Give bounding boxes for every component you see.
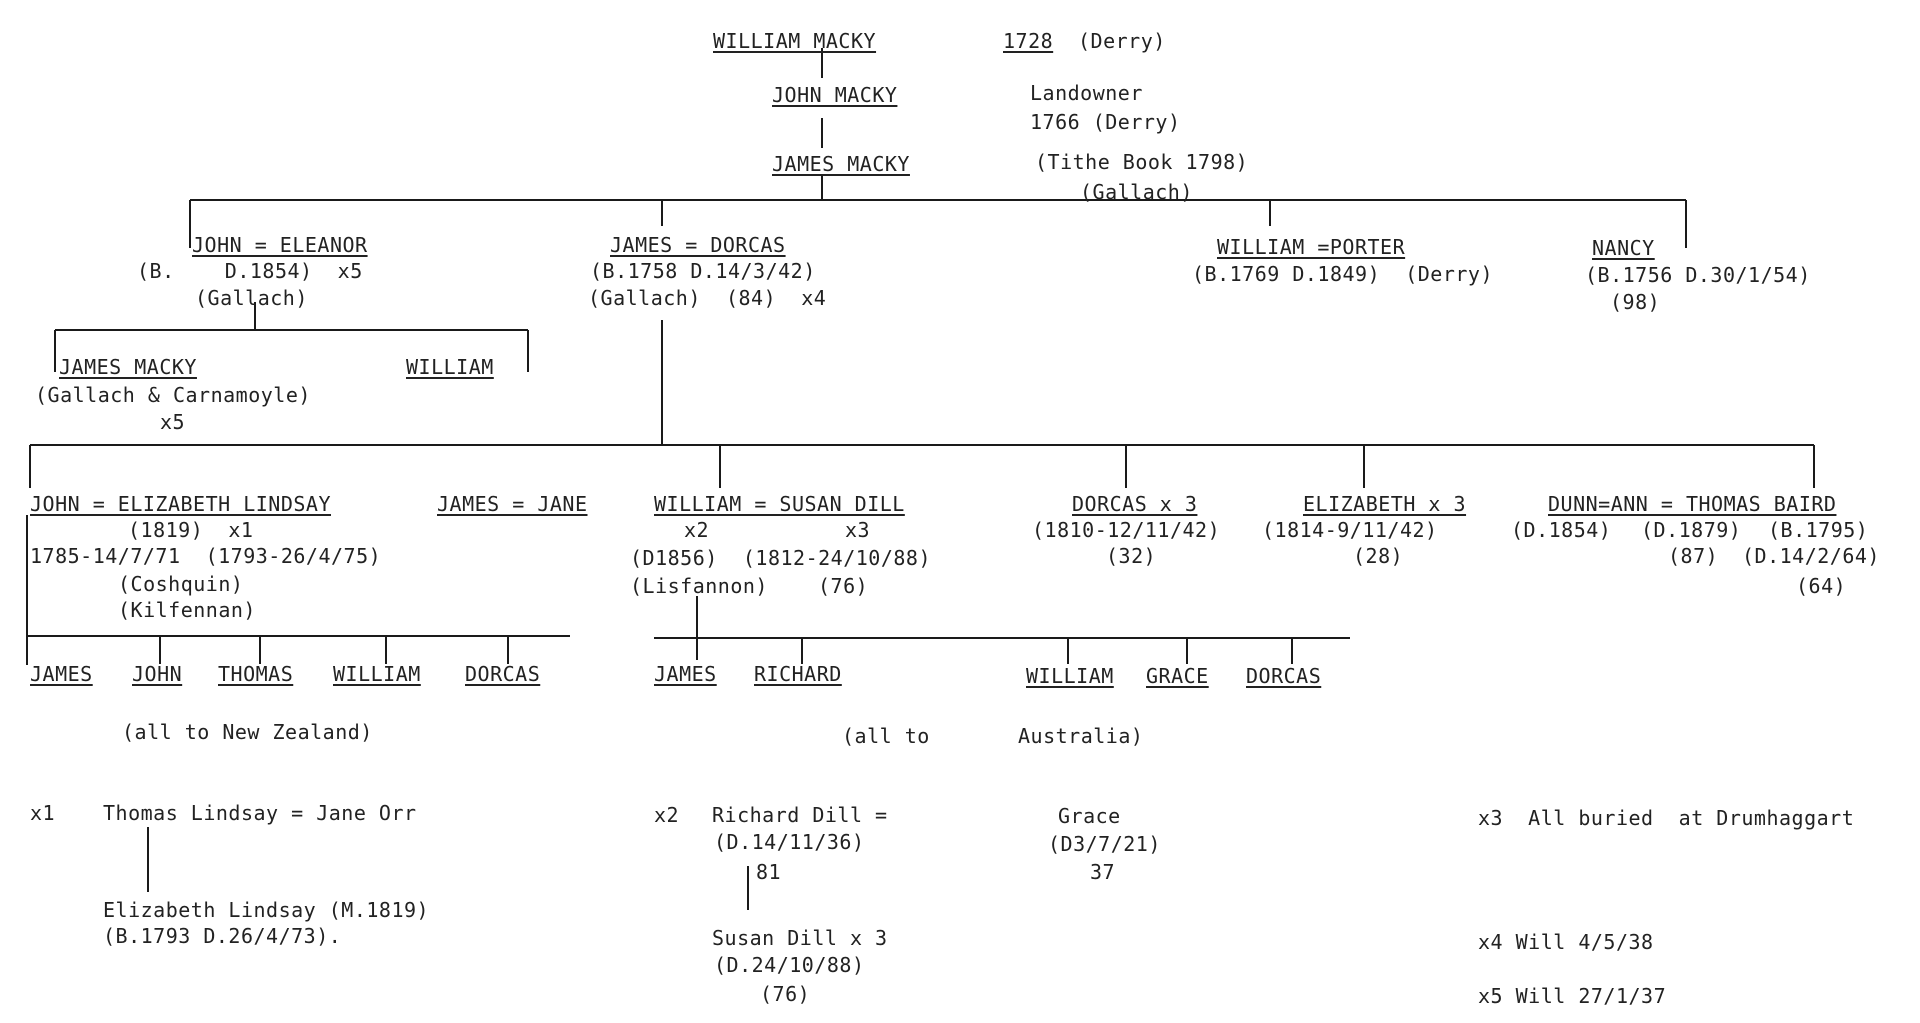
person-dates: 1785-14/7/71 (1793-26/4/75): [30, 544, 382, 568]
footnote-text: x4 Will 4/5/38: [1478, 930, 1654, 954]
footnote-text: x3 All buried at Drumhaggart: [1478, 806, 1855, 830]
person-dates: (B.1769 D.1849) (Derry): [1192, 262, 1493, 286]
person-dates: (1814-9/11/42): [1262, 518, 1438, 542]
person-age: (87): [1668, 544, 1719, 568]
person-dates: (1819) x1: [128, 518, 254, 542]
child-name: JAMES: [654, 662, 717, 686]
person-name: JOHN = ELEANOR: [192, 233, 368, 257]
child-name: WILLIAM: [1026, 664, 1114, 688]
footnote-tag: x2: [654, 803, 680, 827]
footnote-text: x5 Will 27/1/37: [1478, 984, 1667, 1008]
person-name: JAMES = JANE: [437, 492, 588, 516]
person-name: JAMES MACKY: [772, 152, 910, 176]
person-place: (Lisfannon): [630, 574, 768, 598]
child-name: RICHARD: [754, 662, 842, 686]
child-name: DORCAS: [465, 662, 541, 686]
person-place: (Coshquin): [118, 572, 244, 596]
child-name: JOHN: [132, 662, 183, 686]
person-place: (Gallach): [195, 286, 308, 310]
person-name: DORCAS x 3: [1072, 492, 1198, 516]
person-name: JOHN MACKY: [772, 83, 898, 107]
footnote-text: 37: [1090, 860, 1116, 884]
person-name: ELIZABETH x 3: [1303, 492, 1467, 516]
child-name: WILLIAM: [333, 662, 421, 686]
person-name: WILLIAM =PORTER: [1217, 235, 1406, 259]
footnote-text: (D.14/11/36): [714, 830, 865, 854]
footnote-text: Richard Dill =: [712, 803, 888, 827]
person-place: (Derry): [1078, 29, 1166, 53]
footnote-text: 81: [756, 860, 782, 884]
child-name: JAMES: [30, 662, 93, 686]
person-dates: (D1856) (1812-24/10/88): [630, 546, 931, 570]
footnote-tag: x1: [30, 801, 56, 825]
person-note: x5: [160, 410, 186, 434]
child-name: THOMAS: [218, 662, 294, 686]
footnote-text: (B.1793 D.26/4/73).: [103, 924, 342, 948]
person-dates: (B.1756 D.30/1/54): [1585, 263, 1811, 287]
person-note: (Tithe Book 1798): [1035, 150, 1249, 174]
person-dates: (D.14/2/64): [1742, 544, 1880, 568]
footnote-text: (76): [760, 982, 811, 1006]
person-name: JOHN = ELIZABETH LINDSAY: [30, 492, 331, 516]
footnote-text: Grace: [1058, 804, 1121, 828]
person-name: WILLIAM = SUSAN DILL: [654, 492, 905, 516]
person-note: Landowner: [1030, 81, 1143, 105]
person-dates: x3: [845, 518, 871, 542]
child-name: GRACE: [1146, 664, 1209, 688]
person-dates: (D.1879): [1641, 518, 1742, 542]
person-place: (Gallach) (84) x4: [588, 286, 827, 310]
person-age: (28): [1353, 544, 1404, 568]
person-name: WILLIAM: [406, 355, 494, 379]
person-name: WILLIAM MACKY: [713, 29, 877, 53]
footnote-text: Elizabeth Lindsay (M.1819): [103, 898, 430, 922]
person-dates: (B. D.1854) x5: [137, 259, 363, 283]
footnote-text: (D3/7/21): [1048, 832, 1161, 856]
person-age: (64): [1796, 574, 1847, 598]
emigration-note: Australia): [1018, 724, 1144, 748]
person-age: (98): [1610, 290, 1661, 314]
person-name: JAMES MACKY: [59, 355, 197, 379]
footnote-text: Thomas Lindsay = Jane Orr: [103, 801, 417, 825]
child-name: DORCAS: [1246, 664, 1322, 688]
emigration-note: (all to: [842, 724, 930, 748]
person-age: (76): [818, 574, 869, 598]
person-note: 1766 (Derry): [1030, 110, 1181, 134]
person-note: (Gallach): [1080, 180, 1193, 204]
person-name: JAMES = DORCAS: [610, 233, 786, 257]
footnote-text: Susan Dill x 3: [712, 926, 888, 950]
person-dates: (1810-12/11/42): [1032, 518, 1221, 542]
person-year: 1728: [1003, 29, 1054, 53]
person-age: (32): [1106, 544, 1157, 568]
person-dates: (B.1758 D.14/3/42): [590, 259, 816, 283]
footnote-text: (D.24/10/88): [714, 953, 865, 977]
person-dates: (D.1854): [1511, 518, 1612, 542]
person-dates: (B.1795): [1768, 518, 1869, 542]
emigration-note: (all to New Zealand): [122, 720, 373, 744]
person-name: NANCY: [1592, 236, 1655, 260]
person-dates: x2: [684, 518, 710, 542]
person-name: DUNN=ANN = THOMAS BAIRD: [1548, 492, 1837, 516]
person-place: (Kilfennan): [118, 598, 256, 622]
person-place: (Gallach & Carnamoyle): [35, 383, 311, 407]
